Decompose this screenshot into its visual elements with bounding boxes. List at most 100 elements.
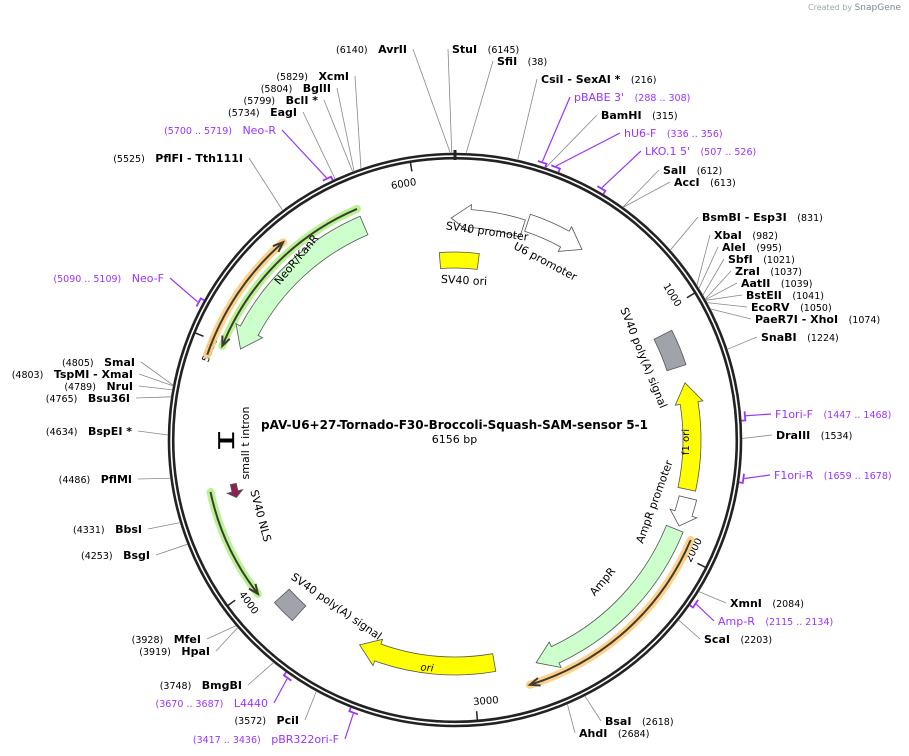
site-name: BspEI * [88, 425, 132, 438]
site-label: (3670 .. 3687) L4440 [156, 697, 268, 710]
feature-label: SV40 NLS [247, 488, 273, 543]
site-location: (6145) [488, 45, 520, 56]
site-name: EcoRV [751, 301, 790, 314]
feature-arrow [669, 495, 698, 527]
site-name: AhdI [579, 727, 607, 740]
site-label: (4253) BsgI [81, 549, 150, 562]
orf-arrowhead [221, 335, 231, 349]
site-leader-line [705, 294, 743, 301]
site-name: ScaI [704, 633, 730, 646]
primer-bracket [195, 297, 205, 307]
plasmid-length: 6156 bp [431, 433, 478, 446]
site-location: (507 .. 526) [700, 147, 756, 158]
site-location: (1039) [781, 279, 813, 290]
site-name: CsiI - SexAI * [541, 73, 621, 86]
primer-bracket [550, 164, 562, 173]
site-location: (5829) [276, 72, 308, 83]
site-label: BamHI (315) [601, 109, 678, 122]
site-leader-line [354, 75, 362, 169]
site-label: ZraI (1037) [735, 265, 802, 278]
site-name: Neo-R [242, 124, 276, 137]
site-name: SbfI [728, 253, 753, 266]
site-leader-line [622, 181, 671, 208]
site-label: SnaBI (1224) [761, 331, 839, 344]
primer-leader-line [601, 150, 642, 189]
site-label: DraIII (1534) [776, 429, 852, 442]
site-location: (3572) [234, 716, 266, 727]
site-ahdi: AhdI (2684) [566, 704, 649, 740]
site-leader-line [584, 695, 602, 722]
primer-pbr322ori-f: (3417 .. 3436) pBR322ori-F [193, 707, 359, 746]
orf-glow [206, 487, 262, 598]
site-name: Amp-R [718, 615, 755, 628]
site-label: (6140) AvrII [336, 43, 407, 56]
site-location: (5700 .. 5719) [164, 126, 232, 137]
tick-mark [227, 599, 236, 607]
site-xbai: XbaI (982) [696, 229, 778, 286]
site-label: XmnI (2084) [730, 597, 804, 610]
primer-pbabe-3-: pBABE 3' (288 .. 308) [537, 91, 690, 168]
site-location: (5804) [261, 84, 293, 95]
site-bsmbi: BsmBI - Esp3I (831) [669, 211, 823, 251]
site-location: (216) [631, 75, 657, 86]
primer-l4440: (3670 .. 3687) L4440 [156, 671, 292, 710]
site-bglii: (5804) BglII [261, 82, 355, 172]
site-label: CsiI - SexAI * (216) [541, 73, 656, 86]
feature-arrow [450, 203, 526, 238]
site-location: (982) [752, 231, 778, 242]
feature-arrow [524, 213, 583, 252]
site-leader-line [545, 114, 598, 168]
site-leader-line [206, 625, 237, 640]
site-mfei: (3928) MfeI [132, 625, 237, 646]
primer-bracket [738, 473, 745, 484]
primer-neo-f: (5090 .. 5109) Neo-F [53, 272, 205, 307]
site-stui: StuI (6145) [447, 43, 520, 154]
site-smai: (4805) SmaI [62, 356, 174, 386]
feature-sv40-ori: SV40 ori [438, 251, 487, 288]
site-leader-line [302, 111, 336, 180]
site-leader-line [155, 543, 188, 556]
site-location: (2618) [642, 717, 674, 728]
site-name: Bsu36I [88, 392, 130, 405]
site-name: StuI [452, 43, 477, 56]
feature-arrow [235, 215, 369, 350]
site-bsgi: (4253) BsgI [81, 543, 188, 562]
logo-created-by: Created by [808, 3, 853, 12]
site-location: (4765) [46, 394, 78, 405]
site-label: Amp-R (2115 .. 2134) [718, 615, 833, 628]
site-location: (4634) [46, 427, 78, 438]
site-label: SalI (612) [663, 164, 722, 177]
site-label: (5734) EagI [228, 106, 297, 119]
feature-arrow [358, 638, 497, 676]
site-label: LKO.1 5' (507 .. 526) [645, 145, 756, 158]
site-leader-line [447, 48, 453, 154]
site-leader-line [741, 434, 773, 439]
feature-box [273, 588, 307, 622]
tick-mark [697, 562, 706, 569]
site-name: AccI [674, 176, 700, 189]
site-location: (1534) [821, 431, 853, 442]
site-label: (5829) XcmI [276, 70, 349, 83]
site-label: AleI (995) [722, 241, 782, 254]
feature-small-t-intron: small t intron [218, 407, 252, 479]
site-location: (2203) [740, 635, 772, 646]
site-pcii: (3572) PciI [234, 691, 317, 727]
feature-sv40-nls: SV40 NLS [225, 482, 274, 543]
tick-mark [409, 162, 413, 172]
site-location: (3670 .. 3687) [156, 699, 224, 710]
site-paer7i: PaeR7I - XhoI (1074) [710, 308, 880, 326]
primer-bracket [741, 411, 747, 422]
site-name: BclI * [286, 94, 319, 107]
site-label: ScaI (2203) [704, 633, 772, 646]
site-label: XbaI (982) [714, 229, 778, 242]
site-leader-line [412, 48, 451, 154]
feature-arrow [535, 524, 684, 669]
site-location: (1021) [763, 255, 795, 266]
primer-amp-r: Amp-R (2115 .. 2134) [689, 599, 833, 628]
site-eagi: (5734) EagI [228, 106, 336, 180]
site-leader-line [678, 619, 701, 640]
site-label: (3572) PciI [234, 714, 299, 727]
site-name: SalI [663, 164, 686, 177]
site-location: (995) [756, 243, 782, 254]
